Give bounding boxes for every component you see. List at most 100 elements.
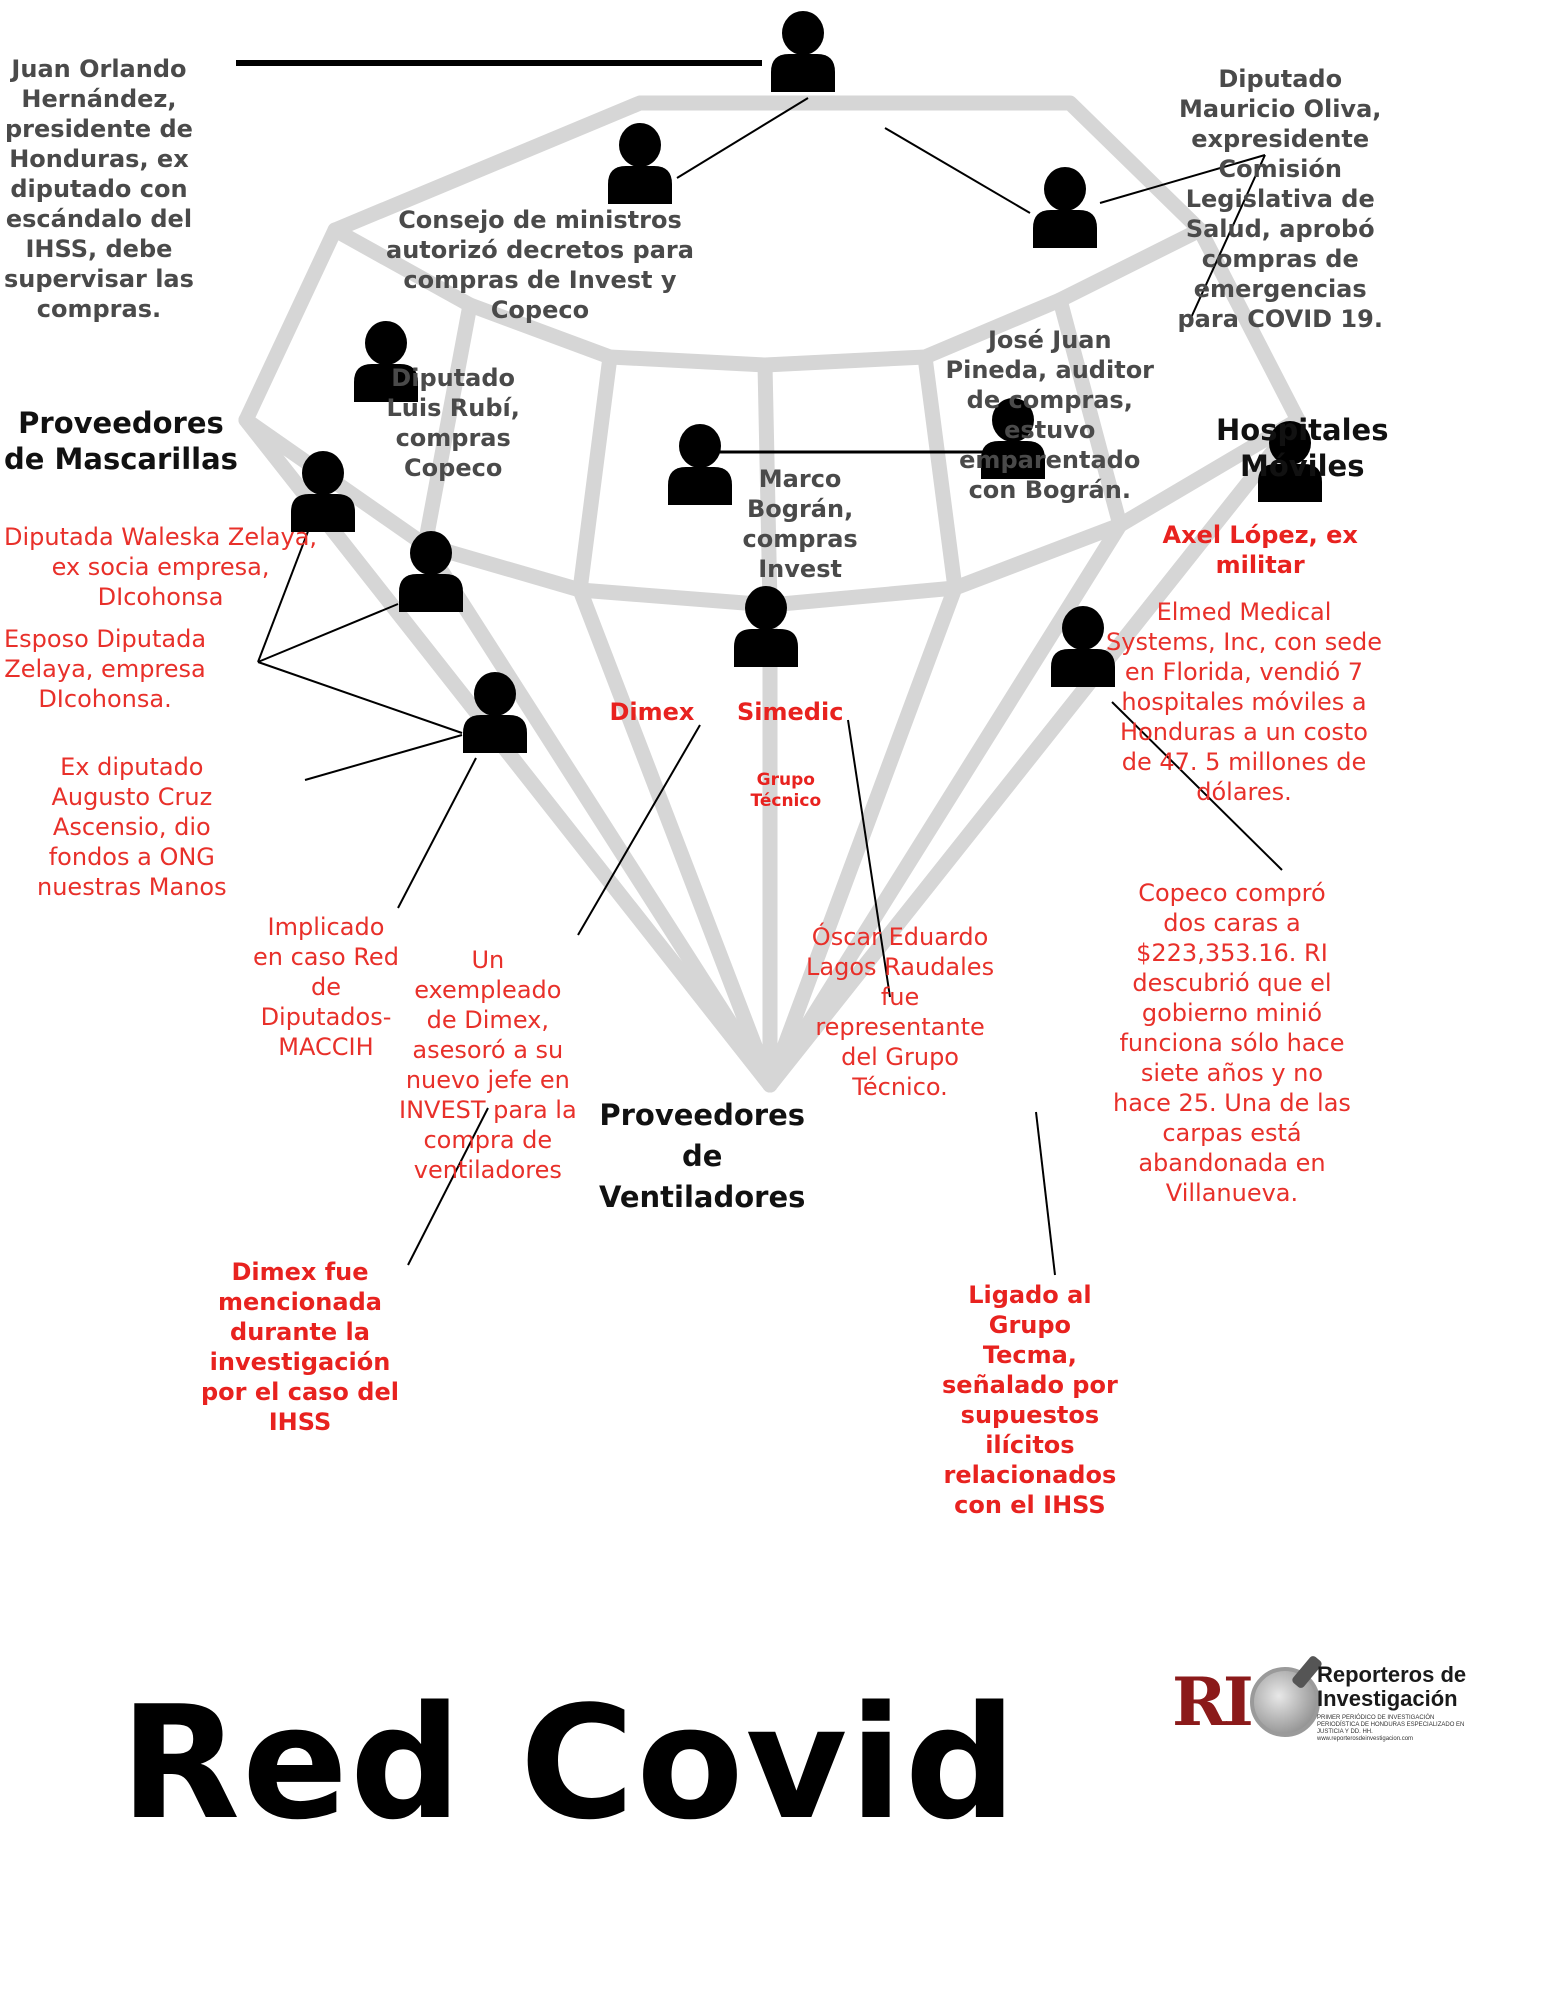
label-consejo-ministros-line: compras de Invest y (403, 266, 677, 294)
label-waleska-zelaya: Diputada Waleska Zelaya,ex socia empresa… (4, 522, 317, 612)
logo-mark: RI (1172, 1663, 1254, 1741)
label-juan-orlando-hernandez-line: IHSS, debe (25, 235, 173, 263)
label-augusto-cruz-line: nuestras Manos (37, 873, 227, 901)
logo-url: www.reporterosdeinvestigacion.com (1317, 1736, 1414, 1742)
label-marco-bogran-line: compras (742, 525, 858, 553)
diamond-facet-line (917, 349, 963, 596)
diamond-pavilion-line (572, 582, 778, 1093)
person-icons (291, 11, 1322, 753)
label-dimex-line: Dimex (609, 698, 695, 726)
label-dimex-caso-ihss-line: Dimex fue (231, 1258, 369, 1286)
label-elmed-medical-line: Elmed Medical (1156, 598, 1332, 626)
label-exempleado-dimex-line: asesoró a su (412, 1036, 564, 1064)
label-copeco-compro-line: descubrió que el (1132, 969, 1332, 997)
diamond-facet-line (417, 297, 478, 553)
connector-exempleado (577, 724, 701, 936)
label-copeco-compro-line: siete años y no (1140, 1059, 1324, 1087)
person-icon-cruz (463, 672, 527, 753)
label-elmed-medical-line: en Florida, vendió 7 (1124, 658, 1364, 686)
label-exempleado-dimex-line: INVEST para la (399, 1096, 577, 1124)
label-grupo-tecma-line: señalado por (942, 1371, 1118, 1399)
label-consejo-ministros-line: Copeco (490, 296, 590, 324)
label-esposo-zelaya-line: DIcohonsa. (38, 685, 172, 713)
label-juan-orlando-hernandez-line: supervisar las (4, 265, 194, 293)
logo-name: Reporteros de Investigación (1317, 1663, 1466, 1711)
label-mauricio-oliva-line: Mauricio Oliva, (1179, 95, 1382, 123)
label-mauricio-oliva-line: Diputado (1218, 65, 1343, 93)
label-marco-bogran-line: Bográn, (747, 495, 854, 523)
label-copeco-compro-line: gobierno minió (1141, 999, 1323, 1027)
label-mauricio-oliva-line: Comisión (1218, 155, 1342, 183)
label-mauricio-oliva-line: para COVID 19. (1177, 305, 1383, 333)
person-icon-hospitales (1258, 421, 1322, 502)
label-consejo-ministros-line: autorizó decretos para (386, 236, 694, 264)
label-implicado-red-diputados-line: Diputados- (260, 1003, 392, 1031)
label-juan-orlando-hernandez-line: diputado con (10, 175, 188, 203)
label-copeco-compro-line: carpas está (1162, 1119, 1302, 1147)
label-waleska-zelaya-line: DIcohonsa (97, 583, 224, 611)
label-copeco-compro-line: $223,353.16. RI (1136, 939, 1328, 967)
label-grupo-tecnico-line: Técnico (750, 791, 822, 812)
label-mauricio-oliva-line: Salud, aprobó (1185, 215, 1375, 243)
label-hospitales-moviles-line: Hospitales (1216, 413, 1389, 447)
label-proveedores-ventiladores-line: Ventiladores (599, 1180, 806, 1215)
connector-dimex-ihss (407, 1107, 489, 1266)
label-dimex-caso-ihss-line: investigación (209, 1348, 391, 1376)
label-grupo-tecma-line: relacionados (943, 1461, 1117, 1489)
connector-cruz (304, 734, 463, 781)
label-luis-rubi-line: compras (395, 424, 511, 452)
label-juan-orlando-hernandez-line: Juan Orlando (11, 55, 187, 83)
label-jose-juan-pineda-line: de compras, (966, 386, 1133, 414)
person-icon-waleska (291, 451, 355, 532)
person-icon-bogran (668, 424, 732, 505)
label-elmed-medical-line: dólares. (1196, 778, 1292, 806)
label-grupo-tecma-line: ilícitos (985, 1431, 1075, 1459)
person-icon-oliva (1033, 167, 1097, 248)
label-dimex: Dimex (610, 697, 695, 727)
label-copeco-compro-line: abandonada en (1138, 1149, 1326, 1177)
label-elmed-medical-line: de 47. 5 millones de (1121, 748, 1367, 776)
label-luis-rubi-line: Copeco (404, 454, 503, 482)
reporteros-investigacion-logo: RI Reporteros de Investigación PRIMER PE… (1172, 1654, 1472, 1755)
connector-esposo (257, 603, 399, 663)
label-juan-orlando-hernandez-line: presidente de (5, 115, 193, 143)
label-jose-juan-pineda-line: Pineda, auditor (945, 356, 1155, 384)
label-elmed-medical-line: hospitales móviles a (1121, 688, 1367, 716)
label-copeco-compro-line: dos caras a (1163, 909, 1301, 937)
diamond-pavilion-line (762, 412, 1306, 1093)
label-dimex-caso-ihss-line: mencionada (217, 1288, 382, 1316)
label-dimex-caso-ihss-line: por el caso del (201, 1378, 399, 1406)
label-mauricio-oliva-line: expresidente (1191, 125, 1370, 153)
label-oscar-lagos-line: del Grupo (841, 1043, 959, 1071)
connector-tecma (1035, 1111, 1056, 1276)
label-elmed-medical-line: Honduras a un costo (1120, 718, 1368, 746)
label-consejo-ministros-line: Consejo de ministros (398, 206, 682, 234)
person-icon-pineda (981, 398, 1045, 479)
label-esposo-zelaya-line: Esposo Diputada (4, 625, 207, 653)
person-icon-axel (1051, 606, 1115, 687)
label-oscar-lagos-line: Técnico. (852, 1073, 948, 1101)
label-implicado-red-diputados-line: Implicado (267, 913, 385, 941)
connector-implicado (397, 757, 477, 909)
diamond-pavilion-line (417, 537, 778, 1093)
label-jose-juan-pineda-line: estuvo (1004, 416, 1096, 444)
label-oscar-lagos-line: fue (880, 983, 920, 1011)
label-axel-lopez-line: militar (1215, 551, 1305, 579)
label-oscar-lagos-line: Óscar Eduardo (811, 923, 989, 951)
label-jose-juan-pineda-line: emparentado (959, 446, 1141, 474)
